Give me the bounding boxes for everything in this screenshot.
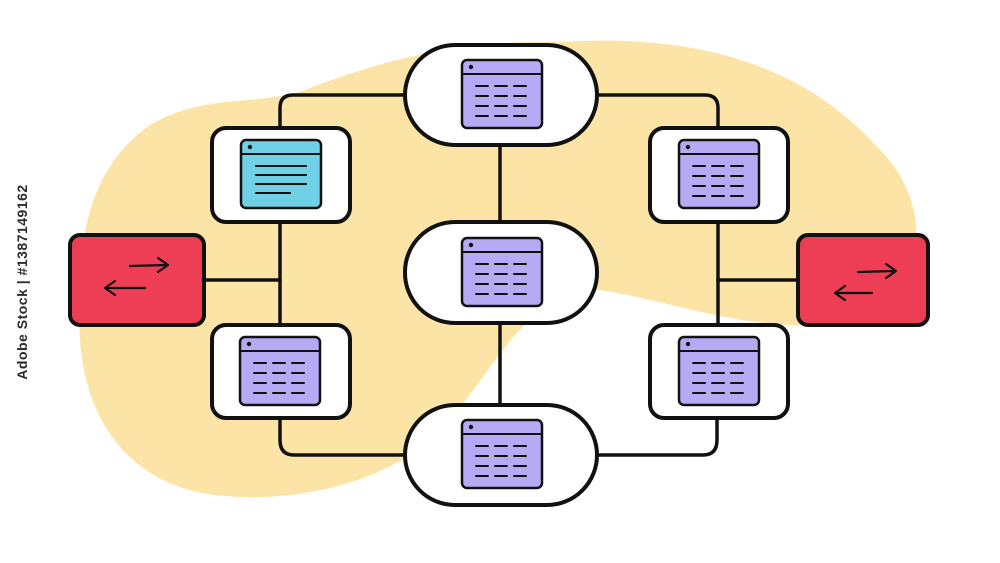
node-right-bottom (648, 323, 790, 420)
table-window-icon (460, 58, 544, 130)
link-top-right (595, 93, 720, 130)
node-top-center (403, 43, 599, 147)
link-top-left (278, 93, 407, 130)
table-window-icon (460, 418, 544, 490)
table-window-icon (238, 335, 322, 407)
node-bottom-center (403, 403, 599, 507)
stock-id-text: Adobe Stock | #1387149162 (14, 184, 30, 380)
node-left-top (210, 126, 352, 224)
node-mid-center (403, 220, 599, 325)
right-exchange (796, 233, 930, 327)
left-exchange (68, 233, 206, 327)
connector-lines (202, 93, 800, 457)
document-window-icon (239, 138, 323, 210)
table-window-icon (677, 335, 761, 407)
node-left-bottom (210, 323, 352, 420)
swap-arrows-icon (833, 262, 898, 302)
table-window-icon (460, 236, 544, 308)
swap-arrows-icon (103, 256, 170, 297)
link-bottom-left (278, 416, 407, 457)
table-window-icon (677, 138, 761, 210)
node-right-top (648, 126, 790, 224)
link-bottom-right (595, 416, 719, 457)
